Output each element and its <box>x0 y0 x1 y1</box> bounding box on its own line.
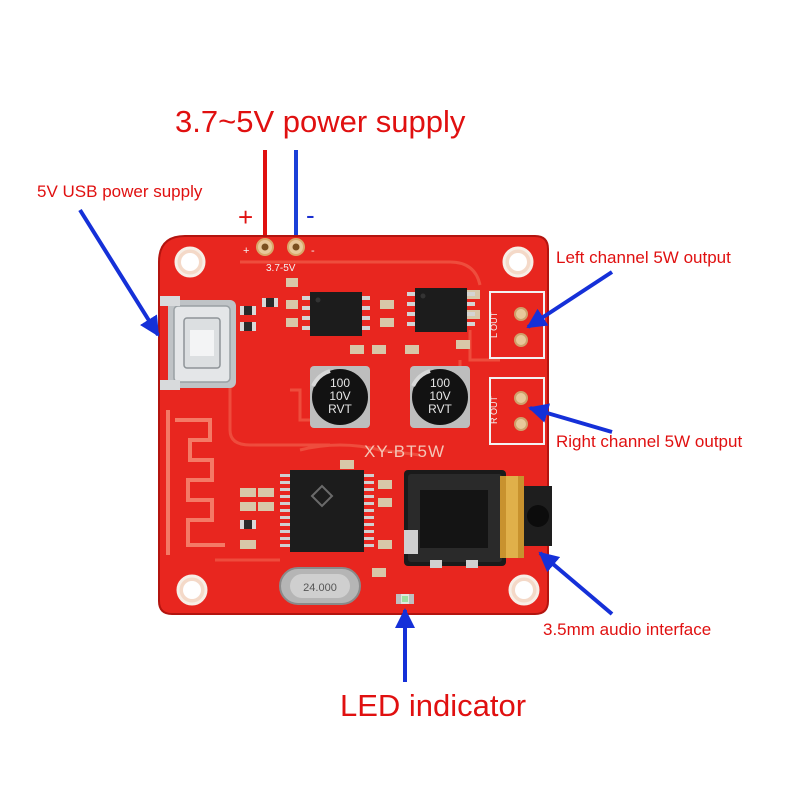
crystal-marking: 24.000 <box>303 582 337 594</box>
audio-jack <box>404 470 552 568</box>
amplifier-ic-left <box>302 292 370 336</box>
pcb-board: + - 3.7-5V <box>158 235 552 615</box>
power-supply-label: 3.7~5V power supply <box>175 104 466 139</box>
capacitor-right-line-1: 100 <box>430 376 450 390</box>
svg-text:+: + <box>243 245 249 257</box>
electrolytic-capacitor-left: 100 10V RVT <box>310 366 370 428</box>
negative-terminal-symbol: - <box>306 200 315 230</box>
positive-terminal-symbol: + <box>238 202 254 232</box>
bluetooth-chip <box>280 470 374 552</box>
left-out-marking: L OUT <box>489 311 499 338</box>
arrow-right-output <box>528 403 613 434</box>
annotation-arrows <box>78 208 614 682</box>
capacitor-right-line-3: RVT <box>428 402 452 416</box>
capacitor-right-line-2: 10V <box>429 389 450 403</box>
bluetooth-antenna <box>166 410 225 555</box>
usb-power-label: 5V USB power supply <box>37 182 203 201</box>
voltage-marking: 3.7-5V <box>266 263 296 274</box>
capacitor-left-line-1: 100 <box>330 376 350 390</box>
right-out-marking: R OUT <box>489 396 499 425</box>
arrow-audio-jack <box>538 551 614 616</box>
left-output-label: Left channel 5W output <box>556 248 731 267</box>
left-output-terminal: L OUT <box>489 291 545 359</box>
audio-interface-label: 3.5mm audio interface <box>543 620 712 639</box>
micro-usb-port <box>160 296 236 390</box>
amplifier-ic-right <box>407 288 475 332</box>
capacitor-left-line-2: 10V <box>329 389 350 403</box>
capacitor-left-line-3: RVT <box>328 402 352 416</box>
power-pads: + - 3.7-5V <box>243 238 315 274</box>
led-indicator-label: LED indicator <box>340 688 527 723</box>
svg-text:-: - <box>311 245 315 257</box>
board-model-text: XY-BT5W <box>364 442 445 461</box>
status-led <box>396 594 414 604</box>
electrolytic-capacitor-right: 100 10V RVT <box>410 366 470 428</box>
arrow-usb <box>78 208 160 337</box>
crystal-oscillator: 24.000 <box>279 567 361 605</box>
arrow-left-output <box>526 270 614 329</box>
mounting-holes <box>174 246 540 606</box>
right-output-label: Right channel 5W output <box>556 432 743 451</box>
